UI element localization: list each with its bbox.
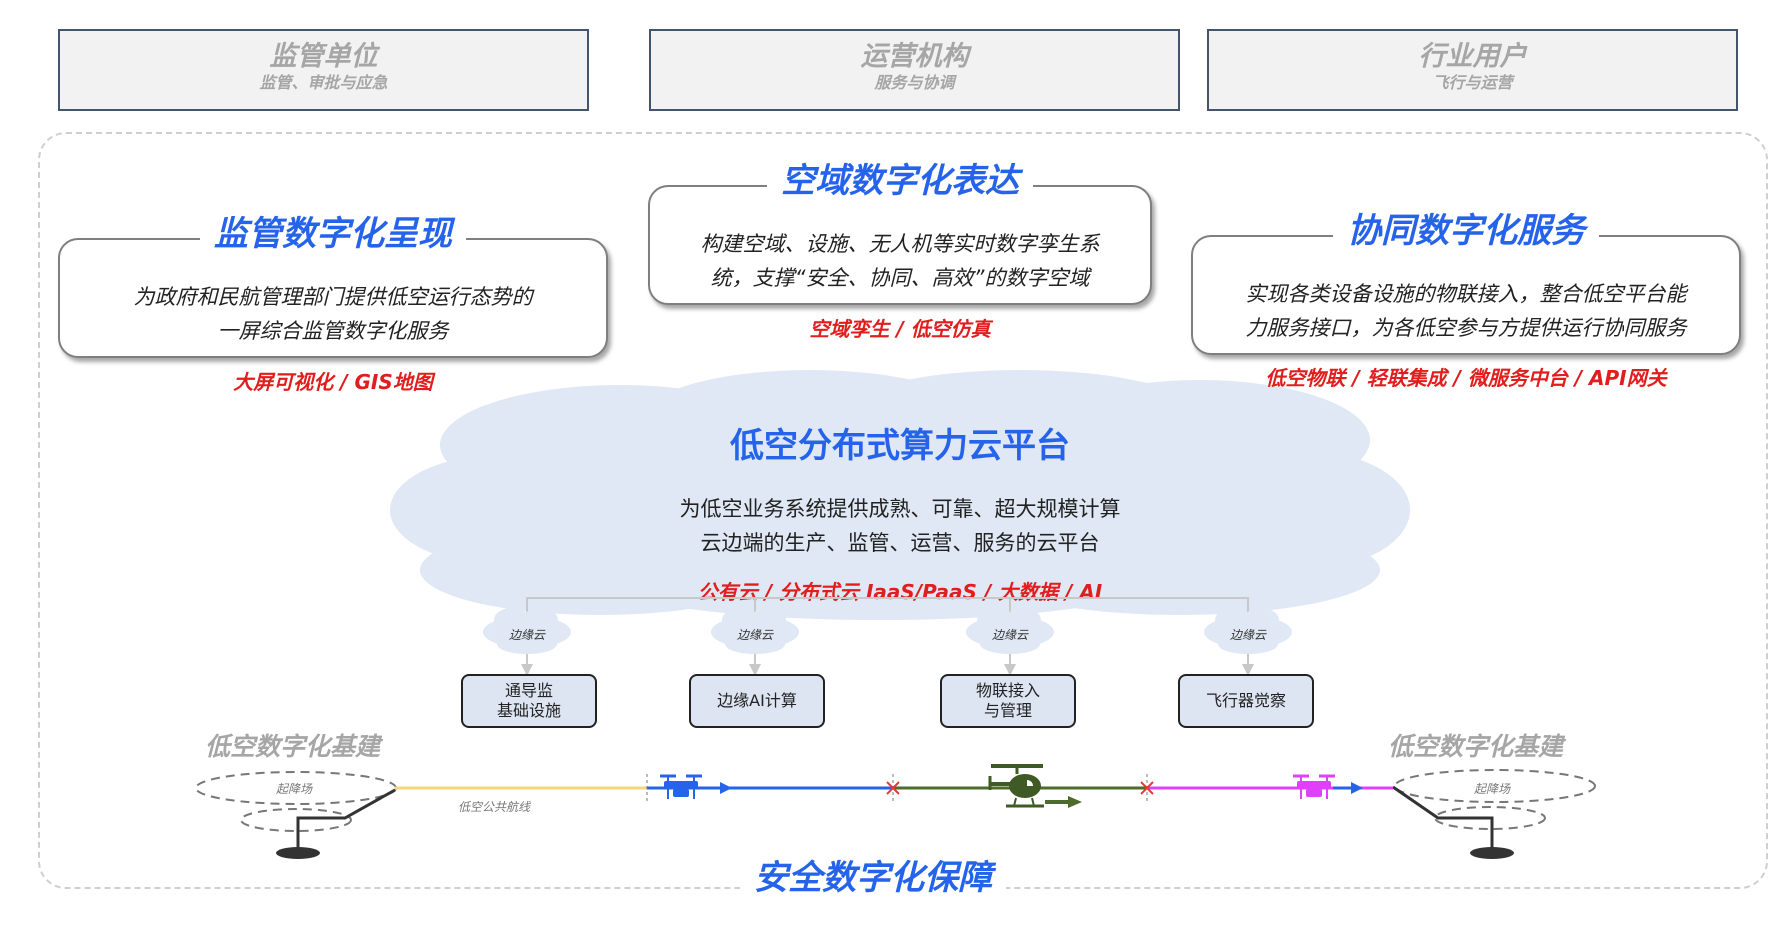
edge-cloud-label: 边缘云 <box>508 628 545 642</box>
edge-cloud-icon-4 <box>1204 608 1292 654</box>
edge-cloud-label: 边缘云 <box>991 628 1028 642</box>
connector-arrowhead <box>749 664 761 676</box>
card-tags-regulation: 大屏可视化 / GIS地图 <box>233 370 433 394</box>
edge-cloud-icon-3 <box>966 608 1054 654</box>
stakeholder-title: 运营机构 <box>860 41 969 72</box>
vertiport-right-base <box>1470 847 1514 859</box>
helicopter-window <box>1027 780 1033 786</box>
edge-node-aircraft-awareness: 飞行器觉察 <box>1178 674 1314 728</box>
edge-cloud-icon-1 <box>483 608 571 654</box>
edge-node-edge-ai: 边缘AI计算 <box>689 674 825 728</box>
card-collaboration: 协同数字化服务 实现各类设备设施的物联接入，整合低空平台能 力服务接口，为各低空… <box>1191 211 1741 355</box>
vertiport-label-left: 起降场 <box>276 782 313 796</box>
stakeholder-box-operator: 运营机构 服务与协调 <box>649 29 1180 111</box>
vertiport-label-right: 起降场 <box>1474 782 1511 796</box>
security-guarantee-title: 安全数字化保障 <box>740 858 1006 898</box>
helicopter-icon <box>988 764 1044 808</box>
card-text-line: 统，支撑“安全、协同、高效”的数字空域 <box>710 266 1090 290</box>
edge-cloud-label: 边缘云 <box>736 628 773 642</box>
stakeholder-box-industry-user: 行业用户 飞行与运营 <box>1207 29 1738 111</box>
card-regulation: 监管数字化呈现 为政府和民航管理部门提供低空运行态势的 一屏综合监管数字化服务 <box>58 214 608 358</box>
vertiport-left-base <box>276 847 320 859</box>
cloud-platform-text-line: 云边端的生产、监管、运营、服务的云平台 <box>700 531 1100 555</box>
connector-arrowhead <box>1242 664 1254 676</box>
vertiport-right-stand <box>1392 785 1494 850</box>
cloud-platform-title: 低空分布式算力云平台 <box>730 426 1070 466</box>
card-title: 空域数字化表达 <box>767 161 1033 201</box>
direction-arrow <box>1045 796 1082 808</box>
card-text-line: 力服务接口，为各低空参与方提供运行协同服务 <box>1245 316 1687 340</box>
card-airspace: 空域数字化表达 构建空域、设施、无人机等实时数字孪生系 统，支撑“安全、协同、高… <box>648 161 1152 305</box>
infra-label-right: 低空数字化基建 <box>1388 732 1564 761</box>
edge-cloud-icon-2 <box>711 608 799 654</box>
card-title: 协同数字化服务 <box>1333 211 1599 251</box>
stakeholder-box-regulator: 监管单位 监管、审批与应急 <box>58 29 589 111</box>
drone-icon <box>660 774 702 799</box>
card-text-line: 实现各类设备设施的物联接入，整合低空平台能 <box>1245 282 1687 306</box>
card-tags-collaboration: 低空物联 / 轻联集成 / 微服务中台 / API网关 <box>1265 366 1667 390</box>
edge-node-cns-infrastructure: 通导监 基础设施 <box>461 674 597 728</box>
connector-arrowhead <box>1004 664 1016 676</box>
drone-icon <box>1293 774 1335 799</box>
connector-arrowhead <box>521 664 533 676</box>
stakeholder-title: 监管单位 <box>269 41 378 72</box>
handoff-marker <box>886 781 900 795</box>
cloud-platform-shape <box>390 370 1410 620</box>
edge-cloud-label: 边缘云 <box>1229 628 1266 642</box>
card-text-line: 一屏综合监管数字化服务 <box>217 319 449 343</box>
connector-line <box>526 597 1249 620</box>
vertiport-left-stand <box>296 788 396 850</box>
stakeholder-title: 行业用户 <box>1418 41 1527 72</box>
card-text-line: 构建空域、设施、无人机等实时数字孪生系 <box>700 232 1100 256</box>
infra-label-left: 低空数字化基建 <box>205 732 381 761</box>
card-tags-airspace: 空域孪生 / 低空仿真 <box>809 317 991 341</box>
stakeholder-subtitle: 飞行与运营 <box>1432 73 1513 92</box>
stakeholder-subtitle: 监管、审批与应急 <box>259 73 388 92</box>
card-text-line: 为政府和民航管理部门提供低空运行态势的 <box>133 285 533 309</box>
stakeholder-subtitle: 服务与协调 <box>874 73 955 92</box>
cloud-platform-text-line: 为低空业务系统提供成熟、可靠、超大规模计算 <box>679 497 1121 521</box>
vertiport-right <box>1394 769 1596 830</box>
public-route-label: 低空公共航线 <box>458 800 531 814</box>
card-title: 监管数字化呈现 <box>200 214 466 254</box>
edge-node-iot-access: 物联接入 与管理 <box>940 674 1076 728</box>
direction-arrow <box>700 782 732 794</box>
cloud-platform-tags: 公有云 / 分布式云 IaaS/PaaS / 大数据 / AI <box>697 580 1103 604</box>
handoff-marker <box>1140 781 1154 795</box>
direction-arrow <box>1333 782 1363 794</box>
